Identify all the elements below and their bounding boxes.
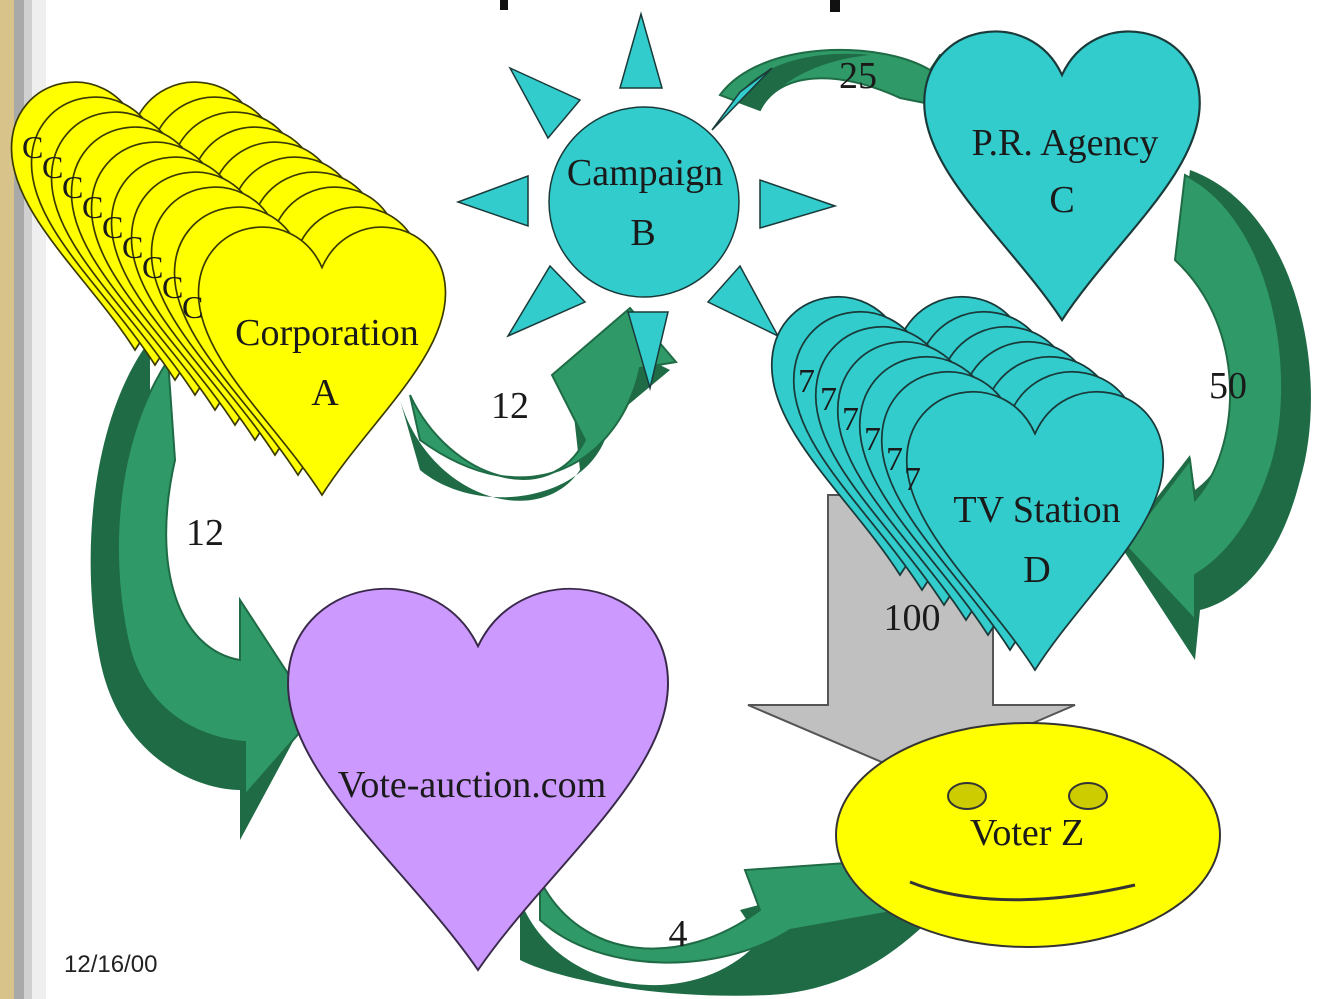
sidebar-strip — [0, 0, 46, 999]
svg-text:7: 7 — [864, 421, 881, 458]
svg-text:7: 7 — [904, 461, 921, 498]
voter-right-eye — [1068, 782, 1108, 810]
corporation-hearts — [10, 81, 447, 496]
flow-campaign-to-pr-amount: 25 — [839, 55, 877, 97]
arrow-pr-to-tv — [1120, 170, 1311, 660]
corporation-label-line2: A — [311, 372, 339, 414]
svg-text:7: 7 — [886, 441, 903, 478]
corporation-stack-marks: C C C C C C C C C — [22, 129, 203, 325]
svg-text:C: C — [42, 149, 63, 185]
voter-face — [835, 722, 1221, 948]
footer-date: 12/16/00 — [64, 951, 157, 978]
flow-voteauction-to-voter-amount: 4 — [669, 913, 688, 955]
pr-agency-heart — [923, 30, 1201, 322]
svg-text:C: C — [122, 229, 143, 265]
svg-text:7: 7 — [842, 401, 859, 438]
vote-auction-label: Vote-auction.com — [338, 764, 606, 806]
campaign-label-line1: Campaign — [567, 152, 723, 194]
flow-pr-to-tv-amount: 50 — [1209, 365, 1247, 407]
svg-text:7: 7 — [820, 381, 837, 418]
svg-text:C: C — [102, 209, 123, 245]
title-fragment — [500, 0, 840, 12]
tv-station-stack-marks: 7 7 7 7 7 7 — [798, 363, 921, 498]
flow-tv-to-voter-amount: 100 — [884, 597, 941, 639]
svg-text:C: C — [62, 169, 83, 205]
tv-station-label-line1: TV Station — [953, 489, 1120, 531]
voter-left-eye — [947, 782, 987, 810]
arrow-corporation-to-campaign — [400, 306, 678, 501]
voter-smile — [909, 880, 1136, 902]
svg-text:7: 7 — [798, 363, 815, 400]
corporation-label-line1: Corporation — [235, 312, 419, 354]
voter-label: Voter Z — [970, 812, 1084, 854]
svg-text:C: C — [182, 289, 203, 325]
svg-text:C: C — [82, 189, 103, 225]
arrow-corporation-to-voteauction — [90, 340, 317, 840]
svg-text:C: C — [162, 269, 183, 305]
pr-agency-label-line1: P.R. Agency — [972, 122, 1159, 164]
svg-text:C: C — [142, 249, 163, 285]
flow-corporation-to-campaign-amount: 12 — [491, 385, 529, 427]
campaign-sun — [455, 11, 838, 391]
pr-agency-label-line2: C — [1049, 179, 1074, 221]
tv-station-label-line2: D — [1023, 549, 1050, 591]
svg-text:C: C — [22, 129, 43, 165]
flow-corporation-to-voteauction-amount: 12 — [186, 512, 224, 554]
campaign-label-line2: B — [630, 212, 655, 254]
